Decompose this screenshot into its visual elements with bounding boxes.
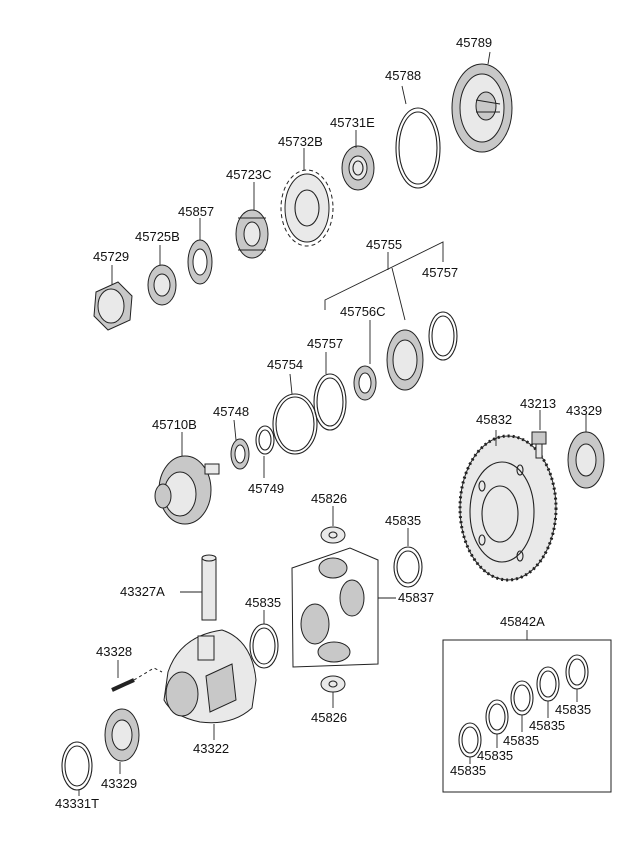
part-label-45837: 45837	[398, 590, 435, 605]
part-label-45748: 45748	[213, 404, 250, 419]
part-label-43329-top: 43329	[566, 403, 603, 418]
part-label-45754: 45754	[267, 357, 304, 372]
pin-43327A	[201, 554, 217, 621]
part-label-45756C: 45756C	[340, 304, 386, 319]
part-label-45757-top: 45757	[422, 265, 459, 280]
part-label-45723C: 45723C	[226, 167, 272, 182]
part-label-45835-kit-2: 45835	[529, 718, 566, 733]
part-label-45731E: 45731E	[330, 115, 375, 130]
side-gears	[300, 557, 365, 663]
snap-ring-45754	[272, 393, 318, 455]
part-label-45710B: 45710B	[152, 417, 197, 432]
part-label-45788: 45788	[385, 68, 422, 83]
bearing-45731E	[341, 145, 375, 191]
part-label-45835-kit-5: 45835	[450, 763, 487, 778]
part-label-45835-kit-1: 45835	[555, 702, 592, 717]
bearing-45725B	[147, 264, 177, 306]
part-label-43331T: 43331T	[55, 796, 100, 811]
sprocket-45732B	[280, 169, 334, 247]
part-label-45757-middle: 45757	[307, 336, 344, 351]
part-label-45835-kit-3: 45835	[503, 733, 540, 748]
washer-45826-top	[320, 526, 346, 544]
final-gear-45832	[458, 434, 558, 582]
pin-43328	[111, 667, 163, 692]
ring-43331T	[61, 741, 93, 791]
differential-case-43322	[163, 629, 257, 724]
washer-45748	[230, 438, 250, 470]
part-label-45857: 45857	[178, 204, 215, 219]
gear-set-box-45837	[291, 547, 379, 668]
part-label-43328: 43328	[96, 644, 133, 659]
bearing-43329-top	[567, 431, 605, 489]
ring-45757-top	[428, 311, 458, 361]
part-label-43329-bottom: 43329	[101, 776, 138, 791]
planet-carrier-45710B	[154, 455, 220, 525]
snap-ring-45788	[395, 107, 441, 189]
bearing-43329-bottom	[104, 708, 140, 762]
part-label-45749: 45749	[248, 481, 285, 496]
ring-45835-left	[249, 623, 279, 669]
ring-45757-lower	[313, 373, 347, 431]
washer-45749	[255, 425, 275, 455]
clutch-45756C	[386, 329, 424, 391]
part-label-43322: 43322	[193, 741, 230, 756]
part-label-45729: 45729	[93, 249, 130, 264]
ring-gear-45789	[451, 63, 513, 153]
ring-45757-middle	[353, 365, 377, 401]
part-label-45842A: 45842A	[500, 614, 545, 629]
nut-45729	[93, 281, 133, 331]
part-label-45755: 45755	[366, 237, 403, 252]
part-label-45732B: 45732B	[278, 134, 323, 149]
ring-45835-right	[393, 546, 423, 588]
gear-45723C	[235, 209, 269, 259]
part-label-43213: 43213	[520, 396, 557, 411]
part-label-45835-left: 45835	[245, 595, 282, 610]
part-label-45832: 45832	[476, 412, 513, 427]
part-label-45789: 45789	[456, 35, 493, 50]
washer-45857	[187, 239, 213, 285]
washer-45826-bottom	[320, 675, 346, 693]
part-label-45725B: 45725B	[135, 229, 180, 244]
part-label-45835-right: 45835	[385, 513, 422, 528]
part-label-43327A: 43327A	[120, 584, 165, 599]
part-label-45826-bottom: 45826	[311, 710, 348, 725]
bolt-43213	[531, 431, 547, 459]
part-label-45835-kit-4: 45835	[477, 748, 514, 763]
part-label-45826-top: 45826	[311, 491, 348, 506]
